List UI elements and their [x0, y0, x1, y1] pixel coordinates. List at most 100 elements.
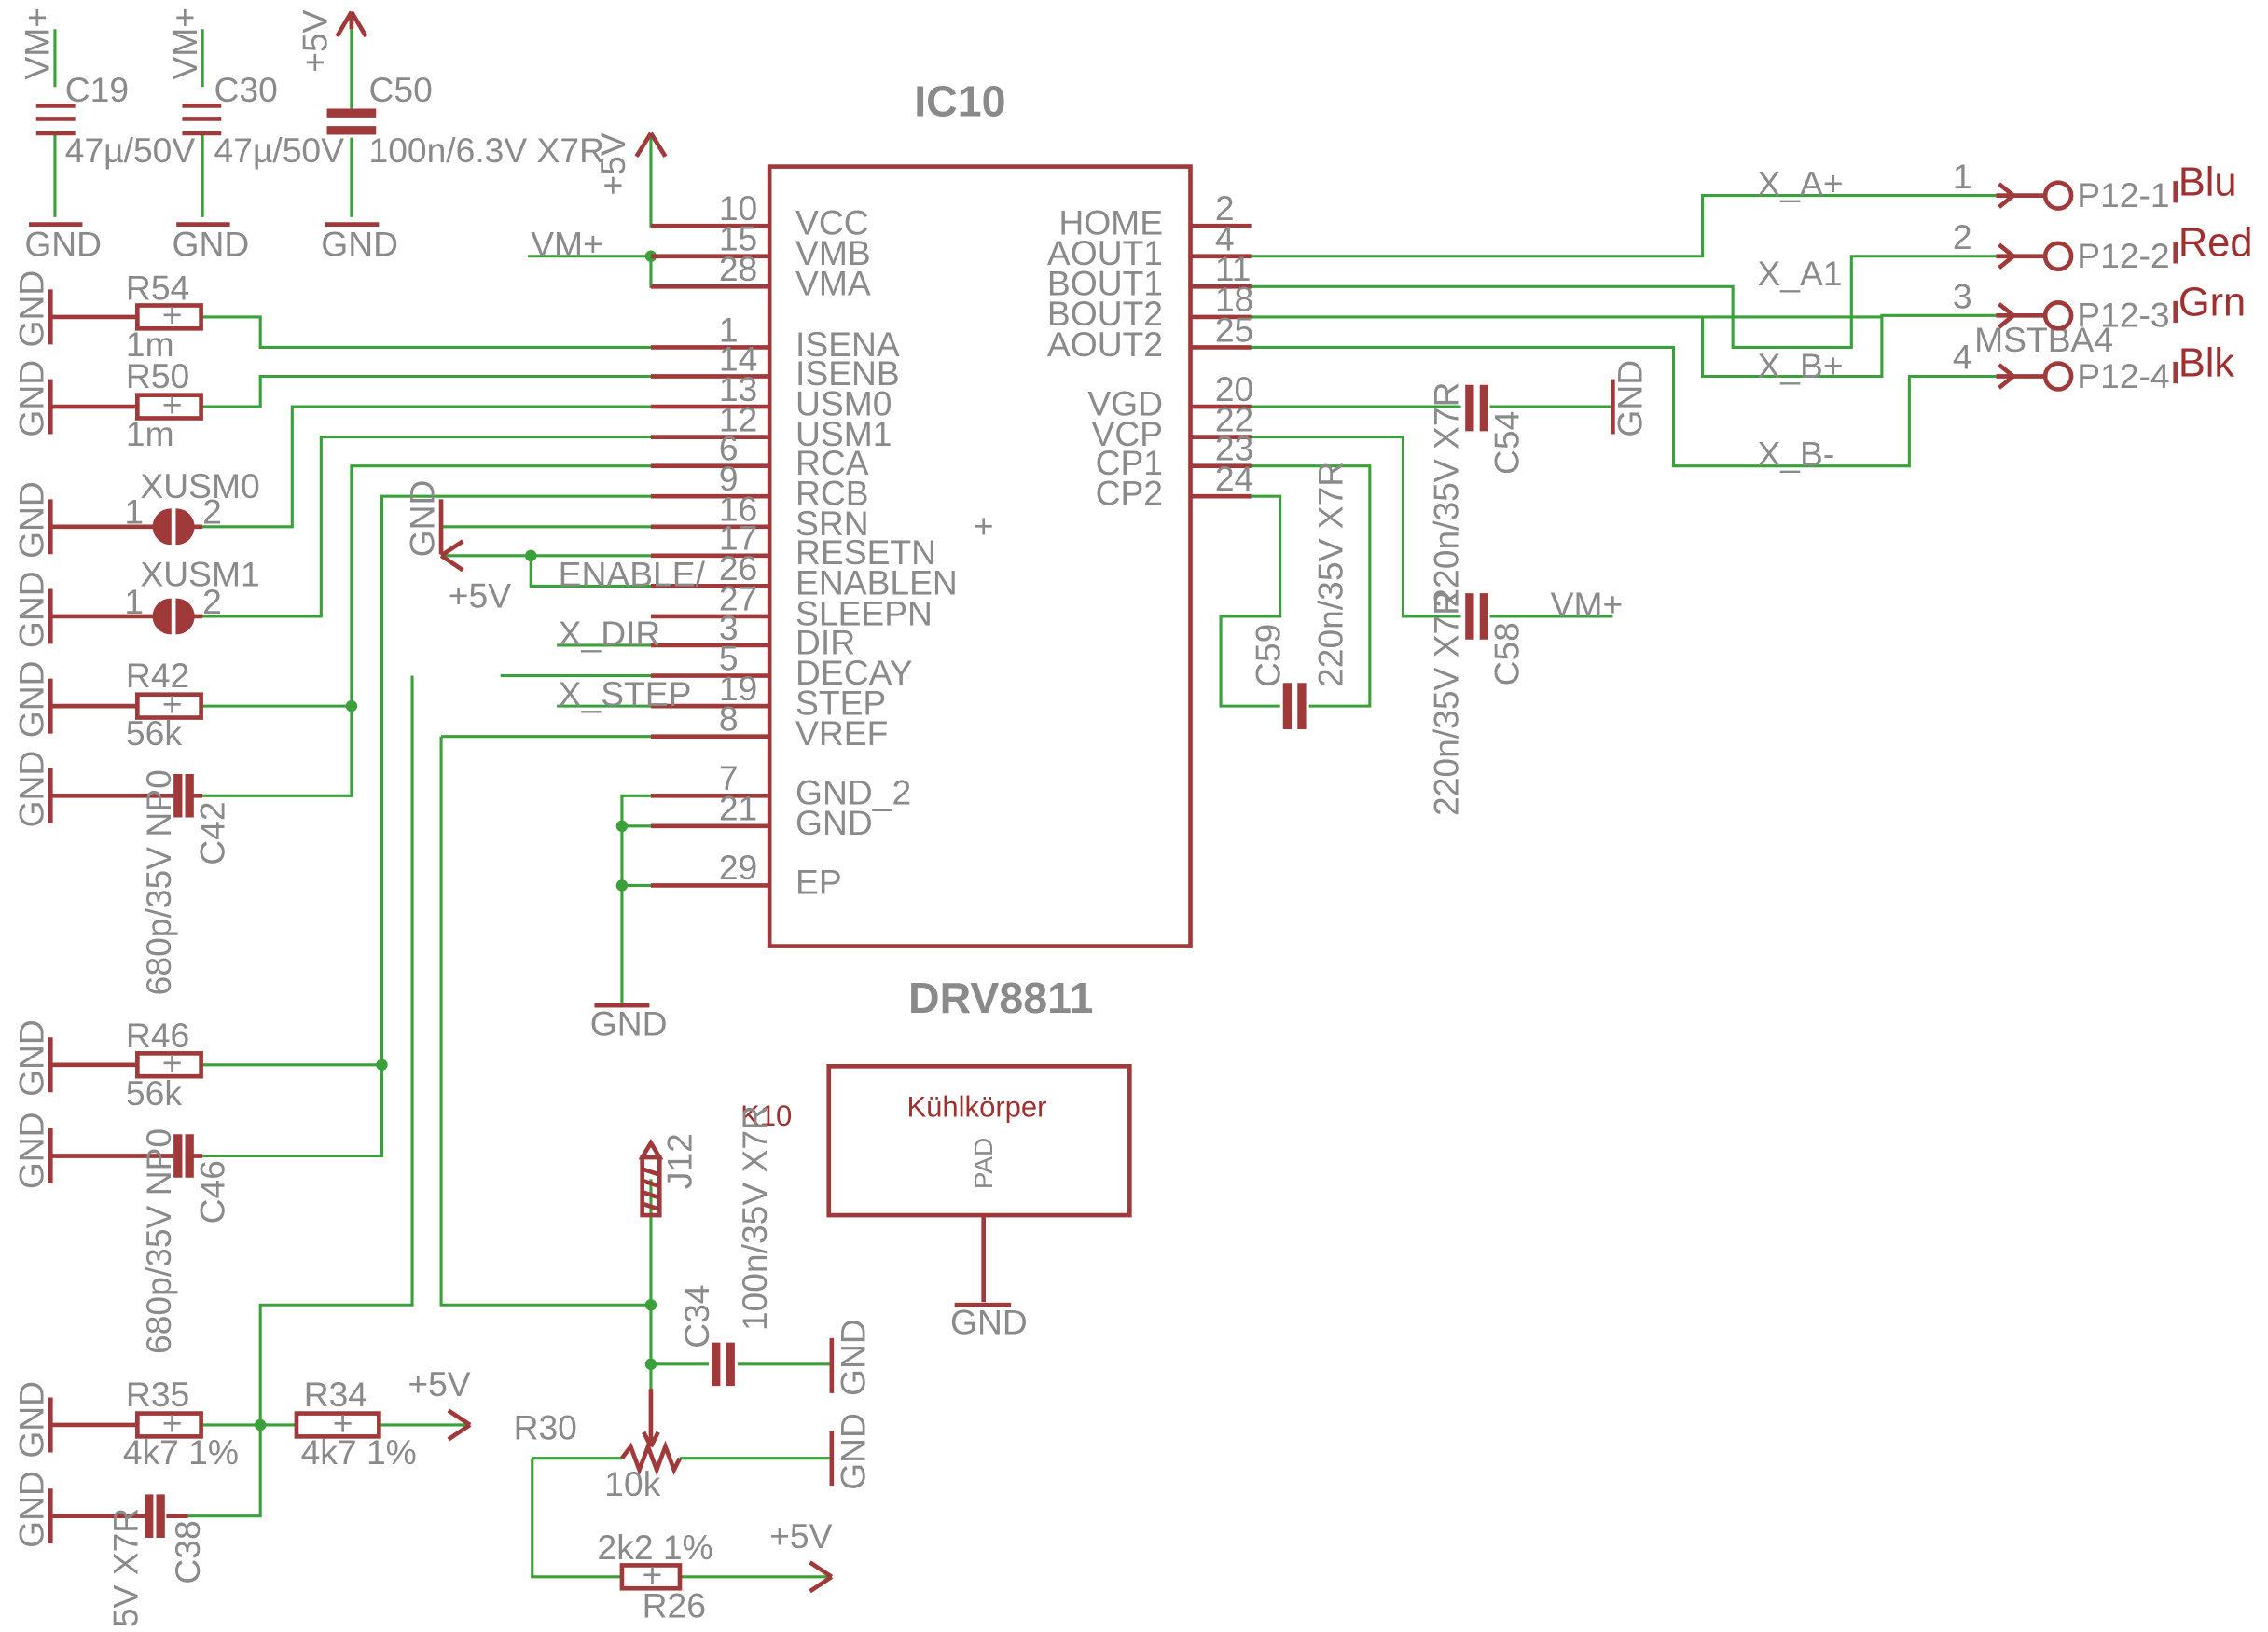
connector-pin-number: 4: [1953, 338, 1972, 377]
net-x-b-minus: X_B-: [1757, 435, 1834, 474]
r42-plus: +: [162, 685, 183, 724]
cap-c46[interactable]: C46 680p/35V NP0 GND: [12, 1112, 232, 1354]
ic-pin-name: STEP: [795, 683, 886, 722]
c38-ref: C38: [168, 1520, 207, 1584]
wire-color-label: Blu: [2178, 160, 2237, 205]
ic-pin-name: SRN: [795, 504, 869, 543]
cap-c50[interactable]: C50 100n/6.3V X7R +5V GND: [296, 9, 604, 263]
c50-ref: C50: [369, 70, 433, 109]
ic-pin-number: 23: [1215, 428, 1253, 467]
c50-supply: +5V: [296, 9, 335, 72]
ic-pin-number: 24: [1215, 459, 1253, 498]
resistor-r50[interactable]: + R50 1m GND: [12, 356, 203, 453]
heatsink-k10[interactable]: K10 Kühlkörper PAD GND: [740, 1064, 1132, 1341]
ic-pin-number: 3: [719, 608, 739, 647]
ic-pin-number: 21: [719, 789, 757, 828]
enable-net-label: ENABLE/: [559, 554, 706, 593]
ic-pin-number: 12: [719, 399, 757, 438]
trimmer-jumper-j12[interactable]: J12: [638, 1133, 699, 1218]
c58-ref: C58: [1487, 622, 1527, 685]
c54-value: 220n/35V X7R: [1426, 382, 1465, 608]
connector-pin-number: 1: [1953, 157, 1972, 196]
r46-ref: R46: [126, 1016, 189, 1055]
connector-pin-label: P12-1: [2077, 175, 2169, 214]
dir-net-label: X_DIR: [559, 614, 661, 653]
ic-pin-name: RCB: [795, 474, 869, 513]
cap-c34[interactable]: C34 100n/35V X7R GND: [677, 1105, 873, 1396]
c46-gnd: GND: [12, 1112, 51, 1189]
r50-ref: R50: [126, 356, 189, 395]
resistor-r26[interactable]: + 2k2 1% R26 +5V: [598, 1516, 834, 1625]
c30-value: 47µ/50V: [214, 131, 345, 170]
cap-c59[interactable]: C59 220n/35V X7R: [1249, 462, 1350, 729]
r42-ref: R42: [126, 656, 189, 695]
ic-pin-number: 4: [1215, 219, 1235, 258]
ic-pin-name: AOUT2: [1047, 325, 1163, 364]
c50-value: 100n/6.3V X7R: [369, 131, 604, 170]
c59-value: 220n/35V X7R: [1310, 462, 1349, 687]
r26-supply: +5V: [769, 1516, 832, 1556]
c42-ref: C42: [192, 801, 231, 864]
ic-pin-number: 7: [719, 758, 739, 797]
resistor-r42[interactable]: + R42 56k GND: [12, 656, 203, 753]
r34-supply: +5V: [408, 1364, 470, 1404]
c42-gnd: GND: [12, 751, 51, 828]
ic-pin-number: 18: [1215, 280, 1253, 319]
c30-ref: C30: [214, 70, 278, 109]
ic-pin-name: DIR: [795, 622, 855, 661]
jumper-xusm1[interactable]: XUSM1 1 2 GND: [12, 554, 260, 648]
xusm1-gnd: GND: [12, 571, 51, 648]
heatsink-gnd: GND: [950, 1302, 1028, 1341]
resistor-r35[interactable]: + R35 4k7 1% GND: [12, 1375, 239, 1472]
c59-ref: C59: [1249, 624, 1288, 687]
ic-pin-name: SLEEPN: [795, 593, 933, 632]
cap-c30[interactable]: C30 47µ/50V VM+ GND: [165, 7, 344, 264]
ic10-value: DRV8811: [908, 974, 1093, 1022]
k10-ref: K10: [740, 1100, 792, 1132]
cap-c58[interactable]: VM+ C58 220n/35V X7R: [1426, 585, 1623, 816]
ic-pin-name: DECAY: [795, 653, 912, 692]
heatsink-pad: PAD: [969, 1138, 998, 1189]
c19-ref: C19: [65, 70, 129, 109]
resistor-r54[interactable]: + R54 1m GND: [12, 268, 203, 364]
r54-plus: +: [162, 296, 183, 335]
potentiometer-r30[interactable]: R30 10k GND: [514, 1389, 873, 1503]
ic-pin-name: GND_2: [795, 773, 911, 812]
j12-ref: J12: [659, 1133, 698, 1189]
c34-ref: C34: [677, 1284, 716, 1348]
ic-pin-number: 5: [719, 638, 739, 677]
c46-ref: C46: [192, 1160, 231, 1224]
ic-pin-name: VMA: [795, 264, 871, 303]
ic-pin-name: ENABLEN: [795, 563, 958, 602]
cap-c19[interactable]: C19 47µ/50V VM+ GND: [18, 7, 196, 264]
wire-color-label: Blk: [2178, 340, 2235, 385]
r46-gnd: GND: [12, 1019, 51, 1097]
c30-supply: VM+: [165, 7, 204, 80]
ic-pin-number: 16: [719, 490, 757, 529]
connector-pin-terminal: [2042, 361, 2074, 392]
r46-plus: +: [162, 1044, 183, 1083]
c58-value: 220n/35V X7R: [1426, 590, 1465, 816]
r50-gnd: GND: [12, 360, 51, 437]
xusm0-pin2: 2: [202, 492, 222, 532]
connector-pin-terminal: [2042, 180, 2074, 211]
cap-c42[interactable]: C42 680p/35V NP0 GND: [12, 751, 232, 996]
ic-pin-number: 22: [1215, 399, 1253, 438]
resistor-r34[interactable]: + R34 4k7 1% +5V: [294, 1364, 472, 1472]
c19-supply: VM+: [18, 7, 57, 80]
resistor-r46[interactable]: + R46 56k GND: [12, 1016, 203, 1113]
connector-pin-number: 3: [1953, 277, 1972, 316]
ic-pin-name: GND: [795, 803, 873, 842]
cap-c38[interactable]: C38 5V X7R GND: [12, 1471, 208, 1627]
jumper-xusm0[interactable]: XUSM0 1 2 GND: [12, 466, 260, 559]
ic-pin-number: 29: [719, 848, 757, 887]
cap-c54[interactable]: GND C54 220n/35V X7R: [1426, 360, 1649, 608]
xusm1-pin1: 1: [124, 582, 144, 621]
c30-gnd: GND: [173, 225, 250, 264]
ic-pin-number: 20: [1215, 369, 1253, 408]
ic-pin-number: 15: [719, 219, 757, 258]
junctions: [254, 250, 657, 1431]
